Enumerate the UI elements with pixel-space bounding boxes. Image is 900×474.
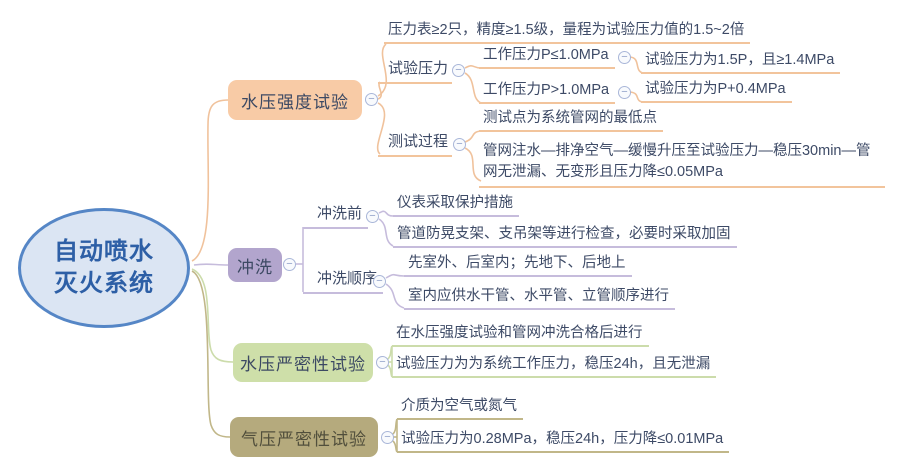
collapse-icon[interactable]: −	[381, 431, 394, 444]
leaf-order-outdoor-first[interactable]: 先室外、后室内；先地下、后地上	[404, 254, 632, 278]
collapse-icon[interactable]: −	[283, 258, 296, 271]
collapse-icon[interactable]: −	[373, 275, 386, 288]
leaf-medium-air-nitrogen[interactable]: 介质为空气或氮气	[397, 397, 523, 421]
root-topic-line1: 自动喷水	[54, 237, 154, 265]
subtopic-before-flushing[interactable]: 冲洗前	[303, 205, 369, 229]
topic-label: 冲洗	[237, 257, 273, 277]
leaf-support-check[interactable]: 管道防晃支架、支吊架等进行检查，必要时采取加固	[393, 225, 737, 249]
leaf-case-p-gt-1mpa[interactable]: 工作压力P>1.0MPa	[479, 81, 616, 105]
leaf-test-point[interactable]: 测试点为系统管网的最低点	[479, 109, 663, 133]
leaf-case-p-le-1mpa[interactable]: 工作压力P≤1.0MPa	[479, 46, 615, 70]
subtopic-test-pressure[interactable]: 试验压力	[378, 60, 453, 84]
topic-label: 气压严密性试验	[241, 429, 367, 449]
collapse-icon[interactable]: −	[453, 138, 466, 151]
leaf-test-procedure[interactable]: 管网注水—排净空气—缓慢升压至试验压力—稳压30min—管网无泄漏、无变形且压力…	[479, 141, 885, 189]
topic-label: 水压强度试验	[241, 92, 349, 112]
collapse-icon[interactable]: −	[618, 86, 631, 99]
leaf-order-indoor-sequence[interactable]: 室内应供水干管、水平管、立管顺序进行	[404, 287, 675, 311]
topic-hydrostatic-strength-test[interactable]: 水压强度试验	[228, 80, 362, 120]
subtopic-test-process[interactable]: 测试过程	[378, 133, 453, 157]
leaf-pneumatic-pressure-spec[interactable]: 试验压力为0.28MPa，稳压24h，压力降≤0.01MPa	[397, 430, 730, 454]
root-topic-line2: 灭火系统	[54, 270, 154, 297]
collapse-icon[interactable]: −	[365, 93, 378, 106]
leaf-result-p-gt-1mpa[interactable]: 试验压力为P+0.4MPa	[641, 80, 792, 104]
subtopic-flushing-order[interactable]: 冲洗顺序	[303, 270, 384, 294]
leaf-tightness-pressure-24h[interactable]: 试验压力为为系统工作压力，稳压24h，且无泄漏	[392, 355, 717, 379]
collapse-icon[interactable]: −	[618, 51, 631, 64]
leaf-result-p-le-1mpa[interactable]: 试验压力为1.5P，且≥1.4MPa	[641, 51, 841, 75]
collapse-icon[interactable]: −	[376, 356, 389, 369]
topic-label: 水压严密性试验	[240, 355, 366, 374]
leaf-instrument-protection[interactable]: 仪表采取保护措施	[393, 194, 519, 218]
leaf-after-strength-and-flushing[interactable]: 在水压强度试验和管网冲洗合格后进行	[392, 324, 649, 348]
topic-pneumatic-tightness-test[interactable]: 气压严密性试验	[230, 417, 378, 457]
collapse-icon[interactable]: −	[366, 210, 379, 223]
topic-flushing[interactable]: 冲洗	[228, 248, 282, 282]
root-topic[interactable]: 自动喷水 灭火系统	[18, 208, 190, 328]
collapse-icon[interactable]: −	[452, 64, 465, 77]
leaf-pressure-gauge-note[interactable]: 压力表≥2只，精度≥1.5级，量程为试验压力值的1.5~2倍	[384, 21, 751, 45]
topic-hydrostatic-tightness-test[interactable]: 水压严密性试验	[233, 343, 373, 382]
